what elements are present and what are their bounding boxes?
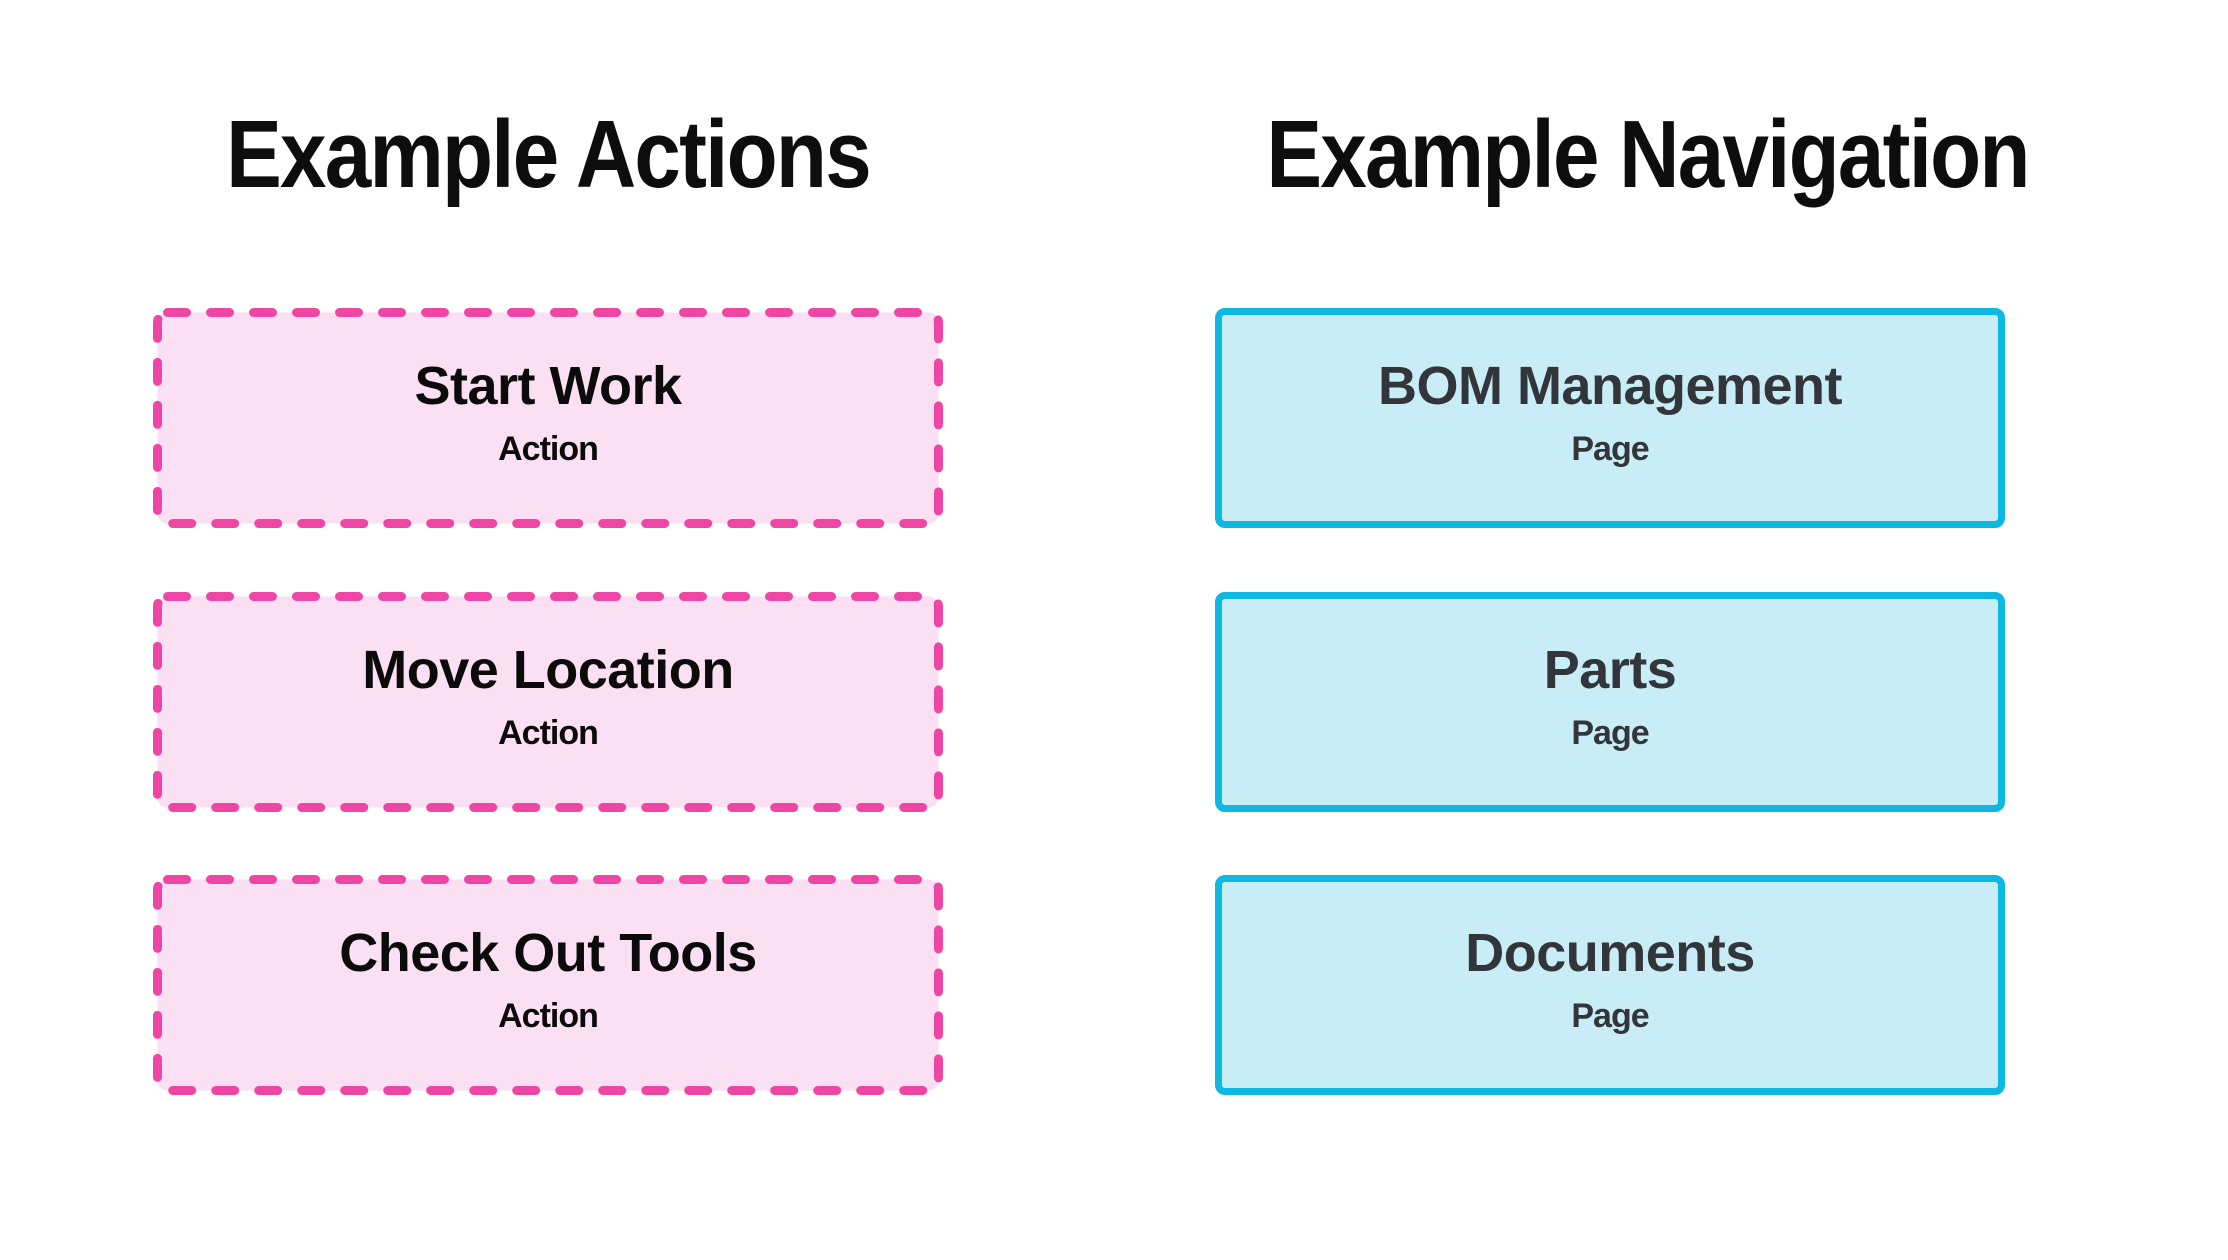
card-title: BOM Management [1377, 355, 1843, 416]
card-subtitle: Page [1571, 429, 1649, 468]
card-subtitle: Page [1571, 996, 1649, 1035]
card-content: Start Work Action [153, 302, 943, 522]
action-card-check-out-tools[interactable]: Check Out Tools Action [153, 875, 943, 1095]
card-title: Check Out Tools [339, 922, 757, 983]
navigation-column: Example Navigation BOM Management Page P… [1215, 0, 2030, 1260]
card-subtitle: Action [498, 713, 599, 752]
card-content: Move Location Action [153, 586, 943, 806]
dashed-border-rect [153, 875, 943, 1095]
nav-card-bom-management[interactable]: BOM Management Page [1215, 308, 2005, 528]
dashed-border [153, 308, 943, 528]
card-content: Parts Page [1222, 593, 1998, 799]
card-title: Parts [1543, 639, 1677, 700]
actions-column: Example Actions Start Work Action Move L… [153, 0, 943, 1260]
card-subtitle: Action [498, 996, 599, 1035]
dashed-border-rect [153, 592, 943, 812]
nav-card-parts[interactable]: Parts Page [1215, 592, 2005, 812]
card-content: Check Out Tools Action [153, 869, 943, 1089]
actions-heading: Example Actions [226, 101, 872, 208]
card-content: Documents Page [1222, 876, 1998, 1082]
nav-card-documents[interactable]: Documents Page [1215, 875, 2005, 1095]
card-subtitle: Page [1571, 713, 1649, 752]
card-title: Move Location [362, 639, 734, 700]
card-title: Start Work [414, 355, 682, 416]
card-title: Documents [1465, 922, 1755, 983]
dashed-border [153, 592, 943, 812]
action-card-start-work[interactable]: Start Work Action [153, 308, 943, 528]
dashed-border-rect [153, 308, 943, 528]
card-content: BOM Management Page [1222, 309, 1998, 515]
card-subtitle: Action [498, 429, 599, 468]
dashed-border [153, 875, 943, 1095]
action-card-move-location[interactable]: Move Location Action [153, 592, 943, 812]
navigation-heading: Example Navigation [1266, 101, 2030, 208]
